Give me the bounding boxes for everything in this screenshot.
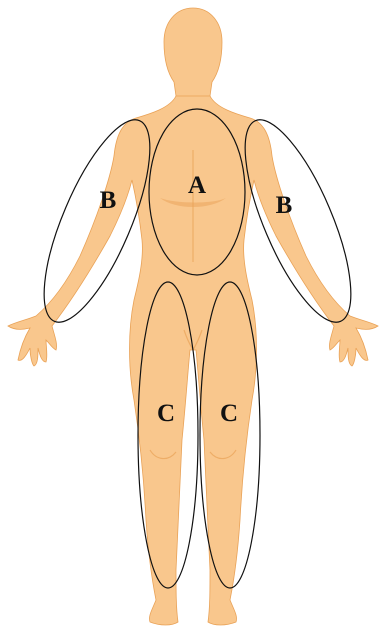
region-a-label: A	[188, 172, 206, 199]
region-b-right-label: B	[276, 192, 293, 219]
region-b-left-label: B	[100, 187, 117, 214]
region-c-right-label: C	[220, 400, 238, 427]
region-c-left-label: C	[157, 400, 175, 427]
